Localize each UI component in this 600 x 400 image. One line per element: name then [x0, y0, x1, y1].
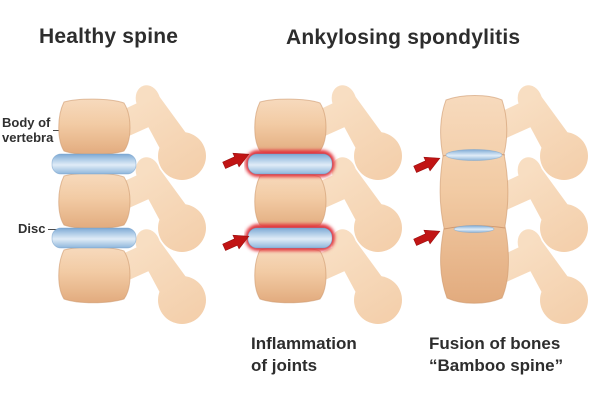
vertebra-body — [254, 172, 327, 230]
caption-fusion-line2: “Bamboo spine” — [429, 356, 564, 375]
fused-vertebral-column — [439, 95, 509, 304]
caption-inflammation-line2: of joints — [251, 356, 318, 375]
vertebral-bodies — [58, 98, 131, 304]
disc — [51, 227, 137, 249]
inflamed-disc — [247, 227, 333, 249]
inflamed-spine-illustration — [245, 84, 402, 324]
red-arrow-icon — [413, 156, 441, 173]
label-body-line2: vertebra — [2, 130, 54, 145]
red-arrow-icon — [222, 234, 250, 251]
red-arrow-icon — [222, 152, 250, 169]
caption-inflammation-of-joints: Inflammation of joints — [251, 333, 357, 377]
residual-disc-lens — [453, 225, 495, 233]
title-ankylosing-spondylitis: Ankylosing spondylitis — [286, 26, 521, 49]
inflamed-disc — [247, 153, 333, 175]
healthy-spine-illustration — [51, 84, 206, 324]
vertebra-body — [254, 98, 327, 156]
vertebra-body — [58, 246, 131, 304]
vertebra-body — [254, 246, 327, 304]
label-body-line1: Body of — [2, 115, 51, 130]
vertebra-body — [58, 172, 131, 230]
caption-fusion-of-bones: Fusion of bones “Bamboo spine” — [429, 333, 563, 377]
red-arrow-icon — [413, 229, 441, 246]
fused-spine-illustration — [439, 84, 588, 324]
residual-disc-lens — [445, 149, 503, 161]
title-healthy-spine: Healthy spine — [39, 25, 179, 48]
vertebral-bodies — [254, 98, 327, 304]
caption-fusion-line1: Fusion of bones — [429, 334, 561, 353]
label-disc: Disc — [18, 221, 46, 236]
vertebra-body — [58, 98, 131, 156]
caption-inflammation-line1: Inflammation — [251, 334, 357, 353]
residual-discs — [445, 149, 503, 233]
disc — [51, 153, 137, 175]
posterior-processes — [496, 84, 588, 324]
label-body-of-vertebra: Body of vertebra — [2, 115, 53, 145]
